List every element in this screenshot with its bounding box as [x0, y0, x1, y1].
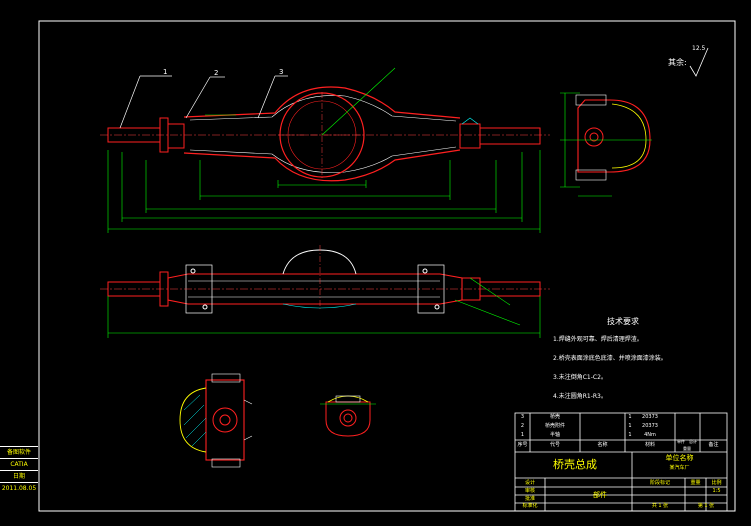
part-row-3-name: 桥壳 [549, 414, 560, 420]
scale-label: 比例 [711, 480, 722, 486]
part-row-1-code: 4Nm [644, 432, 656, 438]
company-name: 某汽车厂 [669, 465, 690, 471]
header-seq: 序号 [517, 442, 528, 448]
part-row-2-name: 桥壳附件 [544, 423, 565, 429]
drawing-border [38, 20, 736, 512]
side-info-block: 备图软件 CATIA 日期 2011.08.05 [0, 446, 38, 494]
section-view-middle[interactable] [320, 395, 376, 437]
standard-label: 标准化 [522, 503, 538, 509]
assembly-label: 部件 [593, 491, 607, 499]
roughness-label: 其余: [668, 58, 687, 67]
designer-label: 设计 [524, 480, 535, 486]
side-row-software-label: 备图软件 [0, 446, 38, 458]
plan-view[interactable] [100, 245, 550, 338]
part-row-2-qty: 1 [628, 423, 632, 429]
roughness-note: 其余: 12.5 [668, 45, 705, 68]
part-row-3-qty: 1 [628, 414, 632, 420]
side-row-date: 2011.08.05 [0, 482, 38, 494]
header-material: 材料 [644, 442, 655, 448]
roughness-value: 12.5 [692, 45, 706, 52]
part-row-3-num: 3 [520, 414, 525, 420]
stage-mark-label: 阶段标记 [649, 480, 670, 486]
part-row-1-qty: 1 [628, 432, 632, 438]
side-row-software: CATIA [0, 458, 38, 470]
weight-label: 重量 [690, 480, 701, 486]
tech-requirement-3: 3.未注倒角C1-C2。 [553, 374, 607, 381]
header-code: 代号 [549, 442, 560, 448]
tech-requirement-4: 4.未注圆角R1-R3。 [553, 393, 607, 400]
approver-label: 批准 [524, 496, 535, 502]
total-sheets: 共 1 张 [651, 503, 669, 509]
header-weight: 重量 [683, 446, 691, 451]
side-row-date-label: 日期 [0, 470, 38, 482]
header-total-weight: 总计 [689, 439, 697, 444]
front-view[interactable] [100, 67, 550, 233]
part-row-3-code: 20373 [642, 414, 658, 420]
part-row-1-num: 1 [520, 432, 525, 438]
title-block-frame [514, 412, 728, 512]
technical-requirements: 技术要求 1.焊缝外观可靠、焊后清理焊渣。 2.桥壳表面涂底色底漆、并喷涂面漆涂… [553, 316, 693, 410]
part-row-1-name: 半轴 [549, 432, 560, 438]
company-label: 单位名称 [665, 454, 694, 462]
side-view[interactable] [560, 92, 652, 197]
callout-1[interactable]: 1 [163, 68, 168, 76]
checker-label: 审核 [524, 488, 535, 494]
tech-requirement-1: 1.焊缝外观可靠、焊后清理焊渣。 [553, 336, 643, 343]
header-unit-weight: 单件 [677, 439, 685, 444]
part-row-2-num: 2 [520, 423, 525, 429]
scale-value: 1:5 [712, 488, 721, 494]
title-block: 3 桥壳 1 20373 2 桥壳附件 1 20373 1 半轴 1 4Nm 序… [515, 413, 727, 511]
header-remark: 备注 [708, 442, 719, 448]
header-name: 名称 [597, 442, 608, 448]
callout-3[interactable]: 3 [279, 68, 284, 76]
drawing-title: 桥壳总成 [553, 458, 597, 471]
sheet-number: 第 1 张 [697, 503, 715, 509]
tech-requirements-title: 技术要求 [607, 317, 639, 326]
callout-2[interactable]: 2 [214, 69, 219, 77]
tech-requirement-2: 2.桥壳表面涂底色底漆、并喷涂面漆涂装。 [553, 355, 667, 362]
section-view-left[interactable] [179, 373, 253, 468]
roughness-symbol [689, 47, 709, 77]
part-row-2-code: 20373 [642, 423, 658, 429]
